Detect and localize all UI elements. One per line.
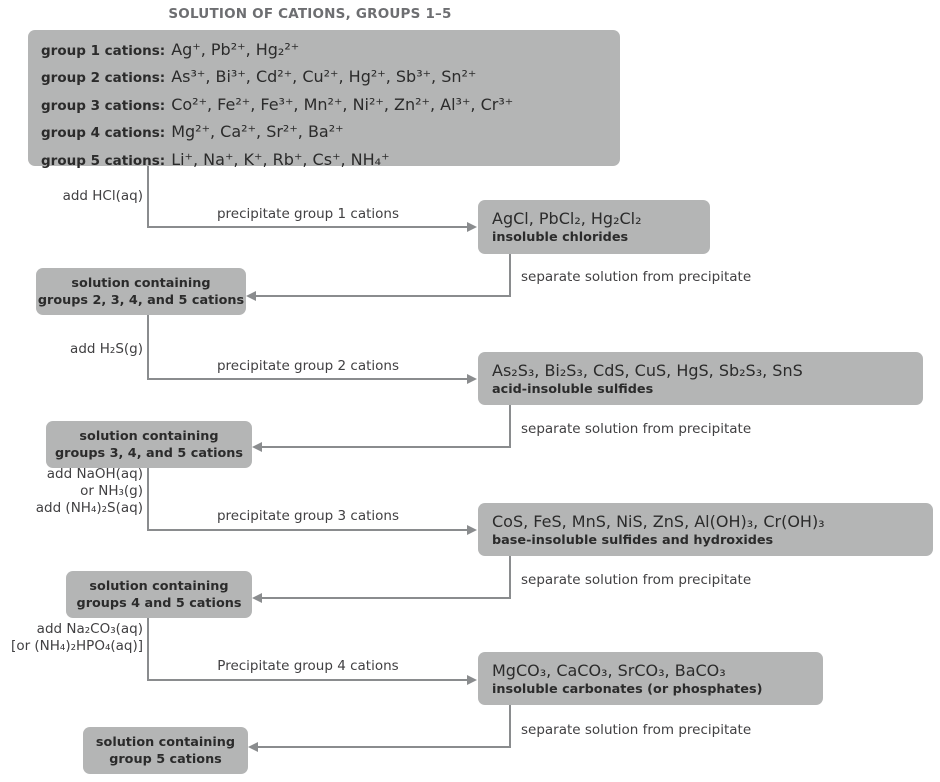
- separate-label-step2: separate solution from precipitate: [521, 421, 752, 437]
- arrowhead-left-step4: [248, 742, 258, 752]
- group-1-label: group 1 cations:: [41, 43, 166, 59]
- solution-line1-step3: solution containing: [89, 578, 229, 594]
- solution-line1-step1: solution containing: [71, 275, 211, 291]
- reagent-label-step3-line2: or NH₃(g): [80, 483, 143, 499]
- reagent-label-step2: add H₂S(g): [70, 341, 143, 357]
- reagent-label-step4-line2: [or (NH₄)₂HPO₄(aq)]: [11, 638, 143, 654]
- solution-line1-step2: solution containing: [79, 428, 219, 444]
- group-2-ions: As³⁺, Bi³⁺, Cd²⁺, Cu²⁺, Hg²⁺, Sb³⁺, Sn²⁺: [171, 67, 477, 87]
- precipitate-formulas-step1: AgCl, PbCl₂, Hg₂Cl₂: [492, 209, 642, 228]
- connector-down-step1: [147, 166, 149, 228]
- arrowhead-right-step2: [467, 374, 477, 384]
- diagram-title: SOLUTION OF CATIONS, GROUPS 1–5: [168, 6, 452, 22]
- solution-line1-step4: solution containing: [95, 734, 236, 750]
- precipitate-box-step3: CoS, FeS, MnS, NiS, ZnS, Al(OH)₃, Cr(OH)…: [478, 503, 933, 556]
- solution-box-step4: solution containing group 5 cations: [83, 727, 248, 774]
- connector-down-step2: [147, 315, 149, 380]
- solution-box-step1: solution containing groups 2, 3, 4, and …: [36, 268, 246, 315]
- arrowhead-left-step3: [252, 593, 262, 603]
- connector-right-step4: [147, 679, 467, 681]
- separate-label-step1: separate solution from precipitate: [521, 269, 752, 285]
- connector-down-step4: [147, 618, 149, 681]
- precipitate-caption-step3: base-insoluble sulfides and hydroxides: [492, 532, 774, 548]
- precipitate-arrow-label-step4: Precipitate group 4 cations: [217, 658, 399, 674]
- separate-down-step2: [509, 405, 511, 448]
- connector-right-step1: [147, 226, 467, 228]
- precipitate-box-step2: As₂S₃, Bi₂S₃, CdS, CuS, HgS, Sb₂S₃, SnS …: [478, 352, 923, 405]
- group-2-line: group 2 cations: As³⁺, Bi³⁺, Cd²⁺, Cu²⁺, …: [41, 64, 610, 91]
- cations-source-box: group 1 cations: Ag⁺, Pb²⁺, Hg₂²⁺ group 2…: [28, 30, 620, 169]
- reagent-label-step4-line1: add Na₂CO₃(aq): [36, 621, 143, 637]
- group-1-line: group 1 cations: Ag⁺, Pb²⁺, Hg₂²⁺: [41, 37, 610, 64]
- precipitate-box-step4: MgCO₃, CaCO₃, SrCO₃, BaCO₃ insoluble car…: [478, 652, 823, 705]
- separate-left-step2: [261, 446, 511, 448]
- precipitate-formulas-step2: As₂S₃, Bi₂S₃, CdS, CuS, HgS, Sb₂S₃, SnS: [492, 360, 803, 380]
- precipitate-caption-step2: acid-insoluble sulfides: [492, 381, 654, 397]
- arrowhead-right-step4: [467, 675, 477, 685]
- precipitate-caption-step4: insoluble carbonates (or phosphates): [492, 681, 763, 697]
- separate-down-step1: [509, 254, 511, 297]
- group-5-ions: Li⁺, Na⁺, K⁺, Rb⁺, Cs⁺, NH₄⁺: [171, 149, 390, 169]
- arrowhead-left-step1: [246, 291, 256, 301]
- group-3-line: group 3 cations: Co²⁺, Fe²⁺, Fe³⁺, Mn²⁺, …: [41, 92, 610, 119]
- separate-left-step4: [257, 746, 511, 748]
- reagent-label-step3-line3: add (NH₄)₂S(aq): [35, 500, 143, 516]
- group-4-ions: Mg²⁺, Ca²⁺, Sr²⁺, Ba²⁺: [171, 122, 344, 142]
- arrowhead-right-step1: [467, 222, 477, 232]
- precipitate-formulas-step3: CoS, FeS, MnS, NiS, ZnS, Al(OH)₃, Cr(OH)…: [492, 511, 825, 531]
- group-3-label: group 3 cations:: [41, 97, 166, 114]
- solution-box-step2: solution containing groups 3, 4, and 5 c…: [46, 421, 252, 468]
- separate-left-step1: [255, 295, 511, 297]
- group-5-label: group 5 cations:: [41, 152, 166, 169]
- reagent-label-step1: add HCl(aq): [62, 188, 143, 204]
- solution-line2-step1: groups 2, 3, 4, and 5 cations: [37, 292, 245, 308]
- group-3-ions: Co²⁺, Fe²⁺, Fe³⁺, Mn²⁺, Ni²⁺, Zn²⁺, Al³⁺…: [171, 94, 514, 114]
- solution-box-step3: solution containing groups 4 and 5 catio…: [66, 571, 252, 618]
- precipitate-arrow-label-step1: precipitate group 1 cations: [216, 206, 400, 222]
- separate-left-step3: [261, 597, 511, 599]
- precipitate-arrow-label-step2: precipitate group 2 cations: [216, 358, 400, 374]
- group-4-line: group 4 cations: Mg²⁺, Ca²⁺, Sr²⁺, Ba²⁺: [41, 119, 610, 146]
- separate-down-step4: [509, 705, 511, 748]
- precipitate-arrow-label-step3: precipitate group 3 cations: [216, 508, 400, 524]
- connector-right-step2: [147, 378, 467, 380]
- solution-line2-step2: groups 3, 4, and 5 cations: [54, 445, 243, 461]
- group-1-ions: Ag⁺, Pb²⁺, Hg₂²⁺: [171, 40, 300, 59]
- arrowhead-right-step3: [467, 525, 477, 535]
- connector-down-step3: [147, 468, 149, 531]
- separate-label-step3: separate solution from precipitate: [521, 572, 752, 588]
- solution-line2-step4: group 5 cations: [109, 751, 222, 767]
- precipitate-formulas-step4: MgCO₃, CaCO₃, SrCO₃, BaCO₃: [492, 660, 726, 680]
- connector-right-step3: [147, 529, 467, 531]
- precipitate-box-step1: AgCl, PbCl₂, Hg₂Cl₂ insoluble chlorides: [478, 200, 710, 254]
- group-5-line: group 5 cations: Li⁺, Na⁺, K⁺, Rb⁺, Cs⁺, …: [41, 147, 610, 174]
- precipitate-caption-step1: insoluble chlorides: [492, 230, 629, 245]
- separate-down-step3: [509, 556, 511, 599]
- solution-line2-step3: groups 4 and 5 cations: [76, 595, 242, 611]
- group-2-label: group 2 cations:: [41, 70, 166, 87]
- arrowhead-left-step2: [252, 442, 262, 452]
- reagent-label-step3-line1: add NaOH(aq): [46, 466, 143, 482]
- group-4-label: group 4 cations:: [41, 125, 166, 142]
- separate-label-step4: separate solution from precipitate: [521, 722, 752, 738]
